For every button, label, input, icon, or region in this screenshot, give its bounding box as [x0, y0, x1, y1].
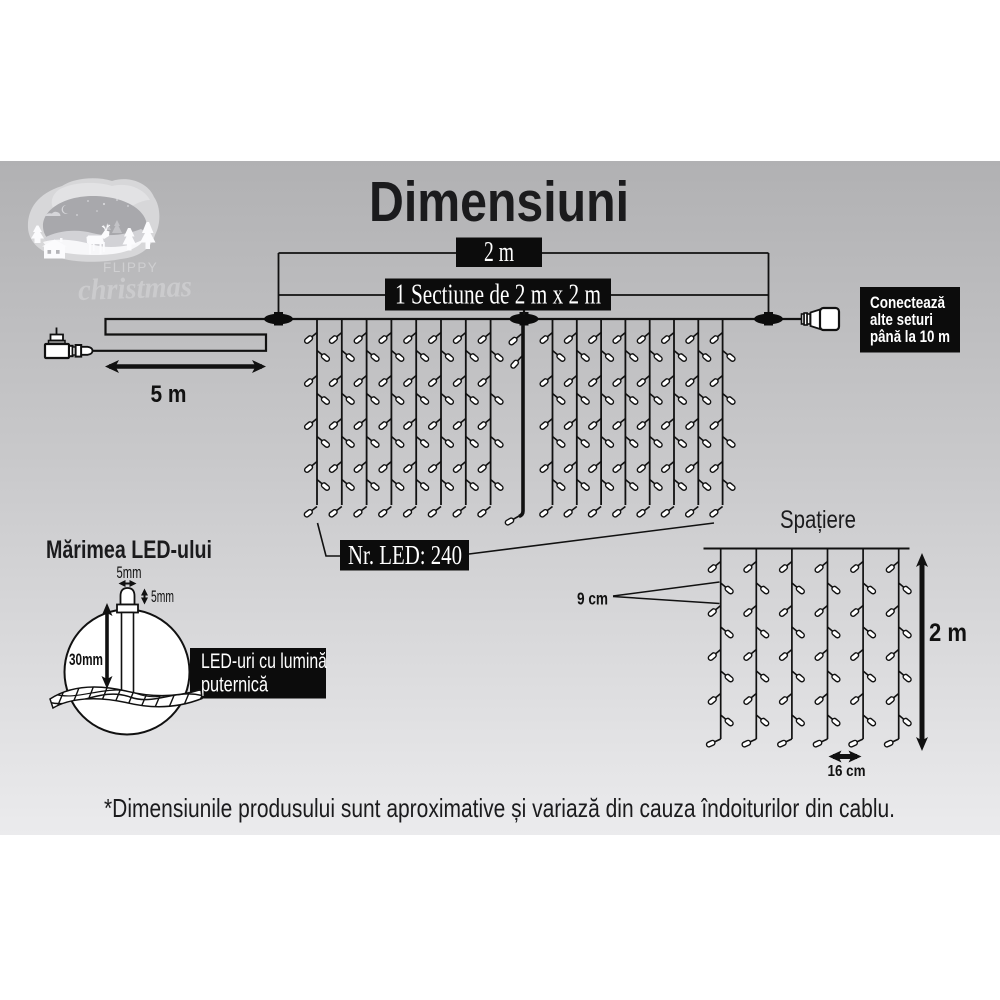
svg-text:LED-uri cu lumină: LED-uri cu lumină — [201, 650, 327, 673]
svg-text:*Dimensiunile produsului sunt: *Dimensiunile produsului sunt aproximati… — [104, 793, 895, 823]
svg-text:Dimensiuni: Dimensiuni — [369, 170, 629, 234]
svg-text:5 m: 5 m — [151, 381, 187, 408]
svg-text:Spațiere: Spațiere — [780, 506, 856, 534]
svg-text:FLIPPY: FLIPPY — [103, 260, 160, 275]
svg-text:Nr. LED: 240: Nr. LED: 240 — [348, 540, 462, 570]
svg-text:5mm: 5mm — [117, 564, 142, 582]
svg-text:christmas: christmas — [77, 270, 192, 307]
svg-text:până la 10 m: până la 10 m — [870, 328, 950, 346]
svg-text:5mm: 5mm — [151, 588, 174, 606]
svg-text:alte seturi: alte seturi — [870, 311, 933, 329]
svg-text:Mărimea LED-ului: Mărimea LED-ului — [46, 536, 212, 564]
svg-text:9 cm: 9 cm — [577, 589, 608, 609]
svg-text:30mm: 30mm — [69, 650, 103, 669]
svg-text:puternică: puternică — [201, 674, 268, 697]
svg-text:16 cm: 16 cm — [828, 763, 866, 780]
svg-text:1 Sectiune de 2 m x 2 m: 1 Sectiune de 2 m x 2 m — [395, 279, 601, 311]
svg-text:2 m: 2 m — [484, 237, 514, 268]
svg-text:Conectează: Conectează — [870, 294, 946, 312]
svg-text:2 m: 2 m — [929, 619, 967, 647]
